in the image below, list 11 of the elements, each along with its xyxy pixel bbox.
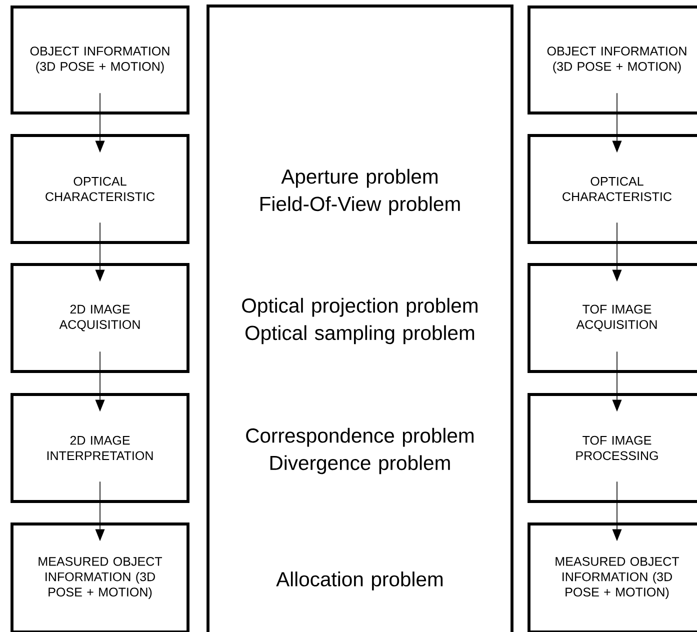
process-box: 2D IMAGE ACQUISITION bbox=[10, 263, 190, 373]
process-box: MEASURED OBJECT INFORMATION (3D POSE + MOTION) bbox=[10, 522, 190, 632]
process-box: 2D IMAGE INTERPRETATION bbox=[10, 393, 190, 503]
process-box: OPTICAL CHARACTERISTIC bbox=[10, 134, 190, 244]
process-box: TOF IMAGE ACQUISITION bbox=[528, 263, 697, 373]
process-box: MEASURED OBJECT INFORMATION (3D POSE + MOTION) bbox=[528, 522, 697, 632]
process-box: OBJECT INFORMATION (3D POSE + MOTION) bbox=[528, 6, 697, 114]
process-box: TOF IMAGE PROCESSING bbox=[528, 393, 697, 503]
process-box: OBJECT INFORMATION (3D POSE + MOTION) bbox=[10, 6, 190, 114]
process-box: OPTICAL CHARACTERISTIC bbox=[528, 134, 697, 244]
problem-panel: Aperture problem Field-Of-View problem Optical projection problem Optical sampling problem Correspondence problem Divergence problem Allocation problem bbox=[206, 4, 514, 632]
